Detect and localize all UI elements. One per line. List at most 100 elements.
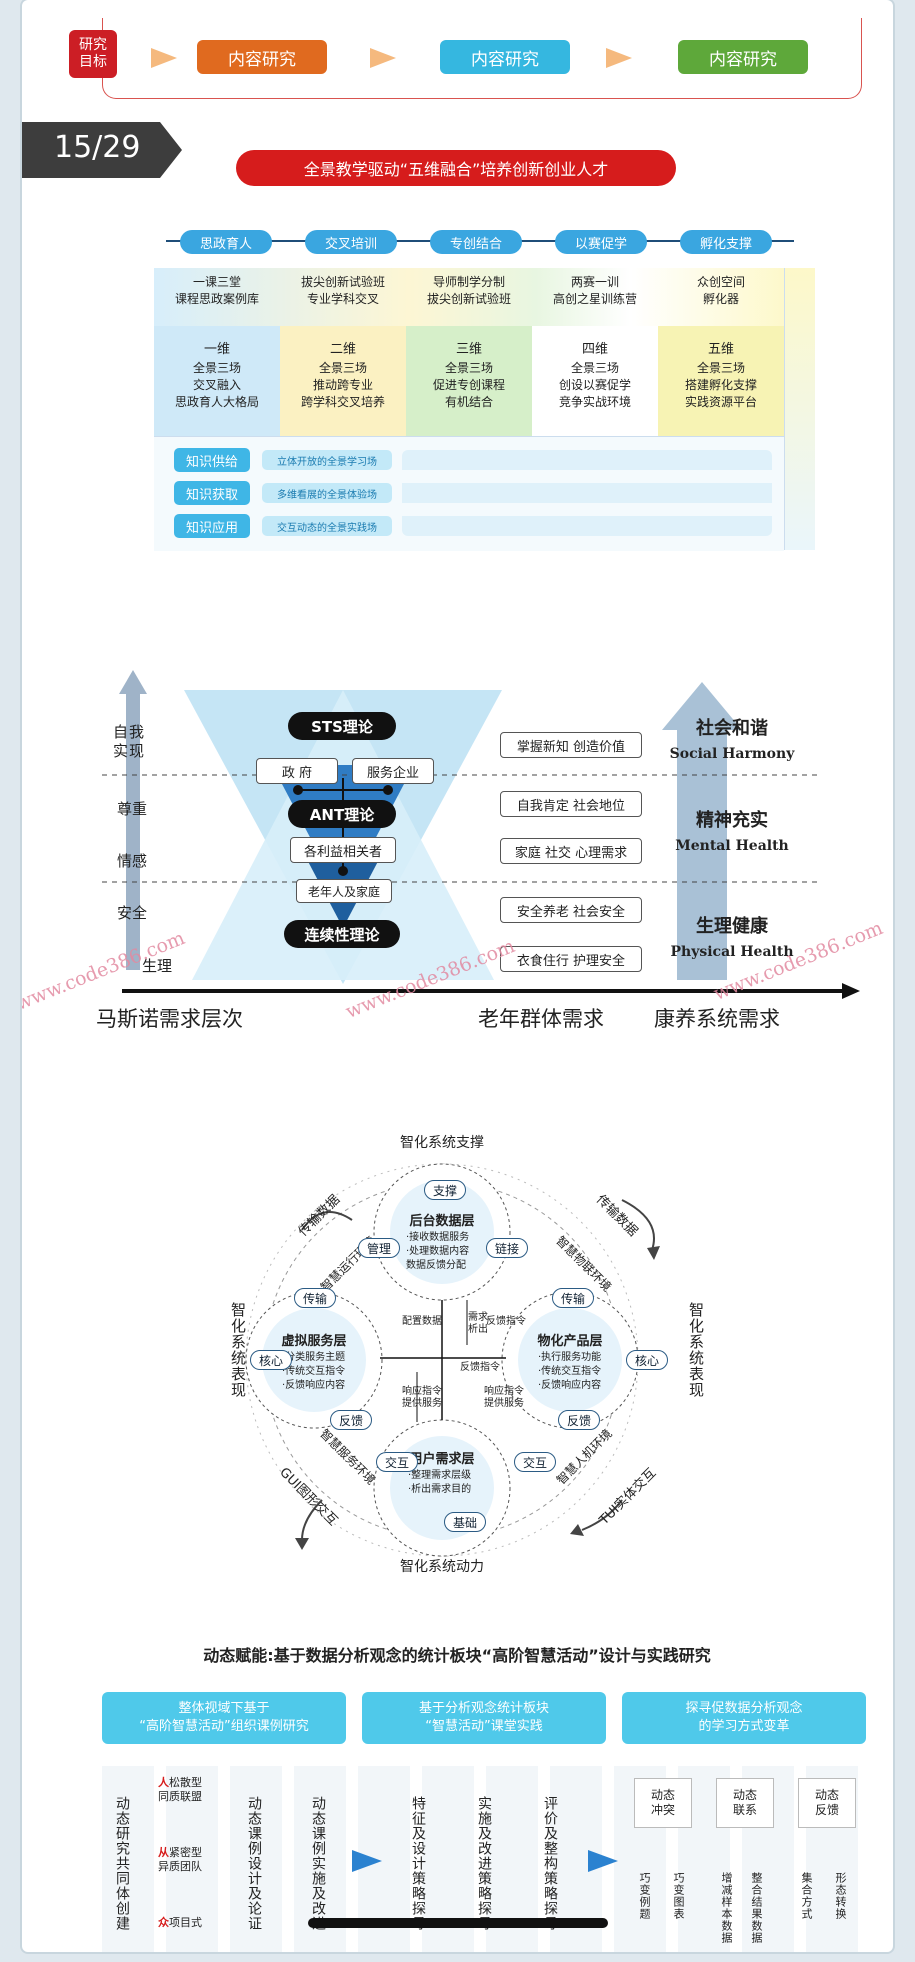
s4-col-implement: 动态课例实施及改进 bbox=[310, 1796, 326, 1931]
layer-backend-title: 后台数据层 bbox=[409, 1214, 475, 1229]
s4-col-improve: 实施及改进策略探寻 bbox=[476, 1796, 492, 1931]
tag-support: 支撑 bbox=[424, 1180, 466, 1200]
row-tag-acquire: 知识获取 bbox=[174, 481, 250, 505]
tab-cross-training[interactable]: 交叉培训 bbox=[305, 230, 397, 254]
goal-1-en: Social Harmony bbox=[669, 746, 795, 762]
dim-3-text: 全景三场 促进专创课程 有机结合 bbox=[432, 361, 505, 409]
layer-user-title: 用户需求层 bbox=[409, 1452, 475, 1467]
s4-head-3: 探寻促数据分析观念 的学习方式变革 bbox=[622, 1692, 866, 1744]
top-text-1: 一课三堂 课程思政案例库 bbox=[174, 275, 259, 306]
s4-group-3: 众项目式 bbox=[158, 1916, 202, 1930]
dim-3 bbox=[406, 326, 532, 436]
maslow-level-1: 自我 实现 bbox=[112, 723, 145, 760]
need-5: 衣食住行 护理安全 bbox=[500, 946, 642, 972]
layer-product-item-2: ·传统交互指令 bbox=[538, 1366, 602, 1377]
dyn-conflict: 动态 冲突 bbox=[634, 1778, 692, 1828]
tag-core-left: 核心 bbox=[250, 1350, 292, 1370]
tab-incubation[interactable]: 孵化支撑 bbox=[680, 230, 772, 254]
layer-user-item-2: ·析出需求目的 bbox=[408, 1484, 472, 1495]
maslow-level-3: 情感 bbox=[117, 852, 148, 870]
layer-product-item-3: ·反馈响应内容 bbox=[538, 1380, 602, 1391]
mid-response-right: 响应指令 提供服务 bbox=[484, 1386, 524, 1409]
s4-col-design: 动态课例设计及论证 bbox=[246, 1796, 262, 1931]
maslow-level-5: 生理 bbox=[142, 957, 173, 975]
faded-bars bbox=[402, 450, 772, 536]
row-tag-supply: 知识供给 bbox=[174, 448, 250, 472]
node-elderly: 老年人及家庭 bbox=[296, 879, 392, 903]
top-text-2: 拔尖创新试验班 专业学科交叉 bbox=[300, 275, 385, 306]
research-target-badge: 研究 目标 bbox=[69, 30, 117, 78]
sub-5: 集合方式 bbox=[800, 1872, 813, 1920]
top-text-3: 导师制学分制 拔尖创新试验班 bbox=[426, 275, 511, 306]
group-1-text: 松散型 同质联盟 bbox=[158, 1776, 202, 1803]
tag-feedback-right: 反馈 bbox=[558, 1410, 600, 1430]
s4-group-2: 从紧密型 异质团队 bbox=[158, 1846, 202, 1874]
dim-5 bbox=[658, 326, 784, 436]
cube-side-face bbox=[784, 268, 815, 550]
mid-need-analysis: 需求 析出 bbox=[468, 1312, 488, 1335]
step-1-button[interactable]: 内容研究 bbox=[197, 40, 327, 74]
maslow-level-2: 尊重 bbox=[117, 800, 148, 818]
tab-innovation[interactable]: 专创结合 bbox=[430, 230, 522, 254]
row-tag-apply: 知识应用 bbox=[174, 514, 250, 538]
goal-2-en: Mental Health bbox=[675, 838, 789, 854]
dim-1 bbox=[154, 326, 280, 436]
arrow-icon bbox=[370, 48, 396, 68]
tag-link: 链接 bbox=[486, 1238, 528, 1258]
tag-base: 基础 bbox=[444, 1512, 486, 1532]
step-3-button[interactable]: 内容研究 bbox=[678, 40, 808, 74]
page-frame: 研究 目标 内容研究 内容研究 内容研究 15/29 全景教学驱动“五维融合”培… bbox=[22, 0, 893, 1952]
dyn-link: 动态 联系 bbox=[716, 1778, 774, 1828]
tab-competition[interactable]: 以赛促学 bbox=[555, 230, 647, 254]
need-4: 安全养老 社会安全 bbox=[500, 897, 642, 923]
sys-top-label: 智化系统支撑 bbox=[400, 1135, 484, 1151]
arrow-icon bbox=[606, 48, 632, 68]
group-2-mark: 从 bbox=[158, 1846, 169, 1859]
dim-1-title: 一维 bbox=[203, 342, 230, 357]
tag-interact-left: 交互 bbox=[376, 1452, 418, 1472]
dim-4-title: 四维 bbox=[581, 342, 608, 357]
s1-banner: 全景教学驱动“五维融合”培养创新创业人才 bbox=[236, 150, 676, 186]
top-text-5: 众创空间 孵化器 bbox=[696, 275, 745, 306]
dim-1-text: 全景三场 交叉融入 思政育人大格局 bbox=[174, 361, 259, 409]
tag-interact-right: 交互 bbox=[514, 1452, 556, 1472]
theory-continuity: 连续性理论 bbox=[284, 920, 400, 948]
sub-4: 整合结果数据 bbox=[750, 1872, 763, 1944]
cube-top-face bbox=[154, 268, 790, 326]
mid-config: 配置数据 bbox=[402, 1316, 442, 1327]
dim-5-title: 五维 bbox=[707, 342, 734, 357]
tag-feedback-left: 反馈 bbox=[330, 1410, 372, 1430]
mid-feedback-cmd: 反馈指令 bbox=[486, 1316, 526, 1327]
arrow-right-icon bbox=[352, 1850, 382, 1872]
need-2: 自我肯定 社会地位 bbox=[500, 791, 642, 817]
mid-feedback-cmd-2: 反馈指令 bbox=[460, 1362, 500, 1373]
s4-group-1: 人松散型 同质联盟 bbox=[158, 1776, 202, 1804]
sys-bottom-label: 智化系统动力 bbox=[400, 1559, 484, 1575]
home-indicator[interactable] bbox=[308, 1918, 608, 1928]
dim-2-text: 全景三场 推动跨专业 跨学科交叉培养 bbox=[300, 361, 385, 409]
axis-label-elderly: 老年群体需求 bbox=[478, 1007, 604, 1031]
dyn-feedback: 动态 反馈 bbox=[798, 1778, 856, 1828]
layer-product-title: 物化产品层 bbox=[537, 1334, 603, 1349]
sub-3: 增减样本数据 bbox=[720, 1872, 733, 1944]
tag-core-right: 核心 bbox=[626, 1350, 668, 1370]
layer-virtual-item-3: ·反馈响应内容 bbox=[282, 1380, 346, 1391]
goal-3-en: Physical Health bbox=[670, 944, 794, 960]
tag-transmit-right: 传输 bbox=[552, 1288, 594, 1308]
arrow-icon bbox=[151, 48, 177, 68]
mid-response-left: 响应指令 提供服务 bbox=[402, 1386, 442, 1409]
top-text-4: 两赛一训 高创之星训练营 bbox=[552, 275, 637, 306]
layer-backend-item-1: ·接收数据服务 bbox=[406, 1232, 470, 1243]
sys-left-label: 智化系统表现 bbox=[229, 1302, 247, 1398]
page-counter-shape bbox=[22, 122, 182, 178]
node-enterprise: 服务企业 bbox=[352, 758, 434, 784]
layer-backend-item-2: ·处理数据内容 bbox=[406, 1246, 470, 1257]
group-2-text: 紧密型 异质团队 bbox=[158, 1846, 202, 1873]
step-2-button[interactable]: 内容研究 bbox=[440, 40, 570, 74]
maslow-level-4: 安全 bbox=[117, 904, 148, 922]
sub-2: 巧变图表 bbox=[672, 1872, 685, 1920]
layer-virtual-item-1: ·分类服务主题 bbox=[282, 1352, 346, 1363]
tab-ideology[interactable]: 思政育人 bbox=[180, 230, 272, 254]
dim-4-text: 全景三场 创设以赛促学 竞争实战环境 bbox=[558, 361, 631, 409]
layer-virtual-item-2: ·传统交互指令 bbox=[282, 1366, 346, 1377]
